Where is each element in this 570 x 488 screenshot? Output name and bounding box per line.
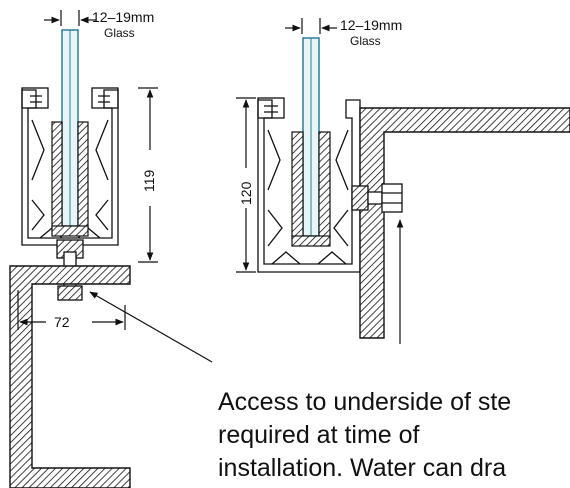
left-height-value: 119 (141, 169, 157, 192)
note-line-3: installation. Water can dra (218, 454, 506, 482)
left-note-leader (89, 291, 213, 363)
left-height-dimension (138, 87, 158, 263)
right-height-value: 120 (238, 181, 254, 205)
left-section-view: 12–19mm Glass (9, 9, 213, 488)
left-glass-range-label: 12–19mm (92, 9, 154, 25)
right-glass-range-label: 12–19mm (340, 17, 402, 33)
right-glass-dimension (285, 18, 337, 34)
left-offset-value: 72 (54, 314, 70, 330)
right-glass-label: Glass (350, 34, 381, 48)
installation-note: Access to underside of ste required at t… (218, 388, 511, 482)
right-section-view: 12–19mm Glass (236, 17, 570, 344)
right-gaskets (291, 131, 331, 247)
note-line-2: required at time of (218, 421, 420, 449)
left-gaskets (51, 121, 89, 237)
left-glass-dimension (44, 10, 96, 26)
right-side-bolt (351, 183, 403, 213)
left-offset-dimension (17, 290, 126, 330)
left-glass-panel (61, 29, 79, 227)
note-line-1: Access to underside of ste (218, 388, 511, 416)
right-steel-angle (359, 107, 570, 339)
left-steel-channel (9, 265, 131, 488)
right-glass-panel (302, 37, 320, 237)
left-glass-label: Glass (104, 26, 135, 40)
right-height-dimension (236, 97, 256, 273)
